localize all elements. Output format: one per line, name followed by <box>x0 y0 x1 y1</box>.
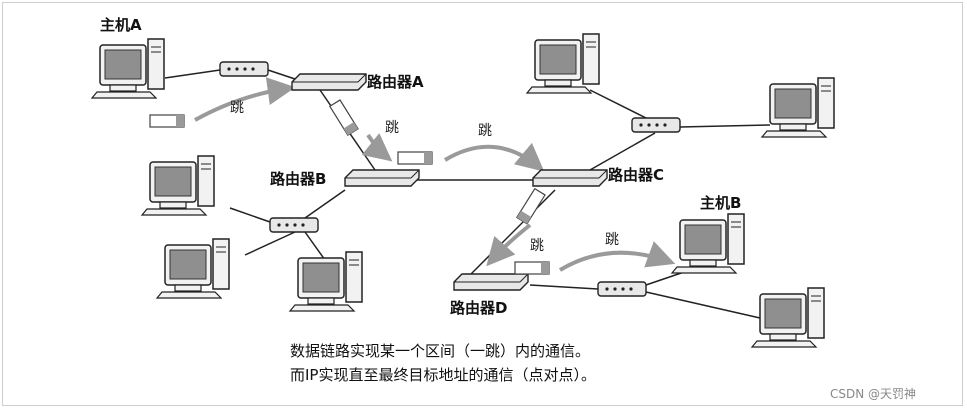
packet-2 <box>329 99 359 136</box>
hop-arrow-1 <box>194 77 296 122</box>
computer-c2 <box>761 77 835 138</box>
links <box>164 69 771 319</box>
router-d-label: 路由器D <box>450 299 507 317</box>
packet-1 <box>149 114 185 128</box>
hop-arrow-4 <box>486 223 532 267</box>
hop-label-2: 跳 <box>385 120 399 136</box>
watermark: CSDN @天罚神 <box>830 387 916 401</box>
router-c-label: 路由器C <box>608 166 664 184</box>
packet-3 <box>397 151 433 165</box>
link-hub-pc2 <box>304 231 326 261</box>
hop-arrow-3 <box>443 142 545 172</box>
host-a-computer <box>91 38 165 99</box>
packet-5 <box>514 261 550 275</box>
hop-arrows <box>194 77 676 272</box>
caption-line-2: 而IP实现直至最终目标地址的通信（点对点）。 <box>290 366 596 384</box>
hop-arrow-2 <box>361 133 393 162</box>
hop-label-4: 跳 <box>530 238 544 254</box>
caption-line-1: 数据链路实现某一个区间（一跳）内的通信。 <box>290 342 590 360</box>
link-hosta-hub <box>164 69 221 79</box>
link-pc-hub <box>229 207 271 223</box>
link-pc-hub-c <box>589 89 651 121</box>
link-routerb-hub <box>304 189 346 219</box>
link-hub-routera <box>267 69 299 81</box>
link-routerc-routerd <box>469 189 556 276</box>
computer-b2 <box>156 238 230 299</box>
hop-label-5: 跳 <box>605 232 619 248</box>
packet-4 <box>516 188 546 225</box>
host-a-label: 主机A <box>100 16 142 34</box>
hub-b <box>269 217 319 233</box>
link-routerd-hub <box>529 284 599 290</box>
hop-label-3: 跳 <box>478 123 492 139</box>
computer-c1 <box>526 33 600 94</box>
hub-a <box>219 61 269 77</box>
router-d <box>453 273 529 291</box>
hop-label-1: 跳 <box>230 100 244 116</box>
host-b-label: 主机B <box>700 194 741 212</box>
router-a <box>291 73 367 91</box>
host-b-computer <box>671 213 745 274</box>
hub-c <box>631 117 681 133</box>
computer-d1 <box>751 287 825 348</box>
router-c <box>532 169 608 187</box>
router-b-label: 路由器B <box>270 170 326 188</box>
computer-b3 <box>289 251 363 312</box>
hop-arrow-5 <box>558 241 676 272</box>
link-hub-pc-c <box>679 124 771 128</box>
hub-d <box>597 281 647 297</box>
router-a-label: 路由器A <box>367 73 424 91</box>
link-hub-pc <box>244 231 296 256</box>
router-b <box>344 169 420 187</box>
link-hub-routerc <box>589 132 656 171</box>
computer-b1 <box>141 155 215 216</box>
link-hub-pc-d <box>645 291 761 319</box>
